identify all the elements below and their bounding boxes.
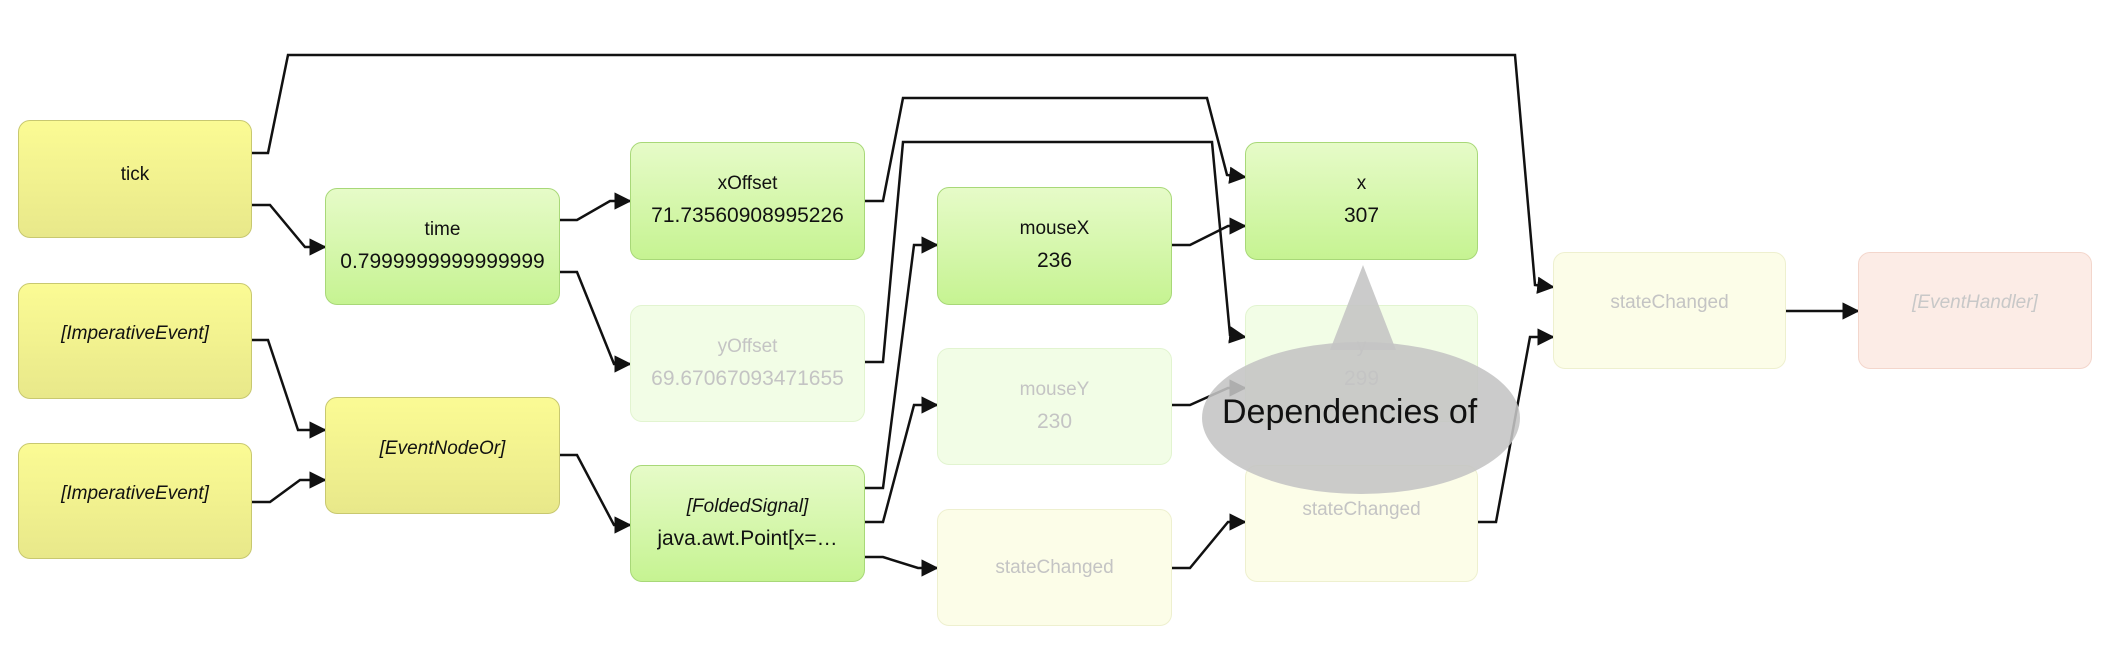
node-imperative-event-2-title: [ImperativeEvent] xyxy=(61,483,209,504)
node-x[interactable]: x 307 xyxy=(1245,142,1478,260)
node-mousex-title: mouseX xyxy=(1019,218,1090,239)
edge-time-yoffset xyxy=(560,270,632,373)
edge-foldedsignal-statechanged1 xyxy=(865,555,939,577)
edge-eventnodeor-foldedsignal xyxy=(560,453,632,534)
node-imperative-event-1-title: [ImperativeEvent] xyxy=(61,323,209,344)
edge-tick-time xyxy=(252,203,327,256)
node-state-changed-3[interactable]: stateChanged xyxy=(1553,252,1786,369)
node-event-node-or-title: [EventNodeOr] xyxy=(379,437,506,459)
node-tick[interactable]: tick xyxy=(18,120,252,238)
node-imperative-event-2[interactable]: [ImperativeEvent] xyxy=(18,443,252,559)
node-xoffset[interactable]: xOffset 71.73560908995226 xyxy=(630,142,865,260)
node-time-title: time xyxy=(424,218,461,240)
edge-statechanged1-statechanged2 xyxy=(1172,513,1247,570)
edge-time-xoffset xyxy=(560,192,632,222)
edge-foldedsignal-mousey xyxy=(865,396,939,524)
node-event-handler-title: [EventHandler] xyxy=(1912,291,2038,313)
node-event-handler[interactable]: [EventHandler] xyxy=(1858,252,2092,369)
edge-imperative2-eventnodeor xyxy=(252,471,327,504)
node-imperative-event-1[interactable]: [ImperativeEvent] xyxy=(18,283,252,399)
edge-foldedsignal-mousex xyxy=(865,236,939,490)
node-state-changed-2-title: stateChanged xyxy=(1302,498,1421,520)
node-state-changed-1-title: stateChanged xyxy=(995,556,1114,578)
edge-mousex-x xyxy=(1172,217,1247,247)
node-yoffset-title: yOffset xyxy=(717,335,778,357)
callout-text: Dependencies of xyxy=(1222,393,1478,431)
node-event-node-or[interactable]: [EventNodeOr] xyxy=(325,397,560,514)
node-state-changed-3-title: stateChanged xyxy=(1610,291,1729,313)
node-folded-signal[interactable]: [FoldedSignal] java.awt.Point[x=… xyxy=(630,465,865,582)
callout-pointer xyxy=(1330,265,1396,350)
node-folded-signal-title: [FoldedSignal] xyxy=(686,495,809,517)
edge-imperative1-eventnodeor xyxy=(252,338,327,439)
node-mousey-title: mouseY xyxy=(1019,378,1090,400)
node-state-changed-1[interactable]: stateChanged xyxy=(937,509,1172,626)
node-x-title: x xyxy=(1356,173,1367,194)
callout-ellipse xyxy=(1202,342,1520,494)
node-xoffset-title: xOffset xyxy=(717,173,778,194)
edge-tick-statechanged3 xyxy=(252,53,1555,294)
node-time[interactable]: time 0.7999999999999999 xyxy=(325,188,560,305)
node-yoffset[interactable]: yOffset 69.67067093471655 xyxy=(630,305,865,422)
edge-xoffset-x xyxy=(865,96,1247,203)
node-tick-title: tick xyxy=(120,164,150,185)
edge-yoffset-y xyxy=(865,140,1247,364)
node-mousex[interactable]: mouseX 236 xyxy=(937,187,1172,305)
node-mousey[interactable]: mouseY 230 xyxy=(937,348,1172,465)
